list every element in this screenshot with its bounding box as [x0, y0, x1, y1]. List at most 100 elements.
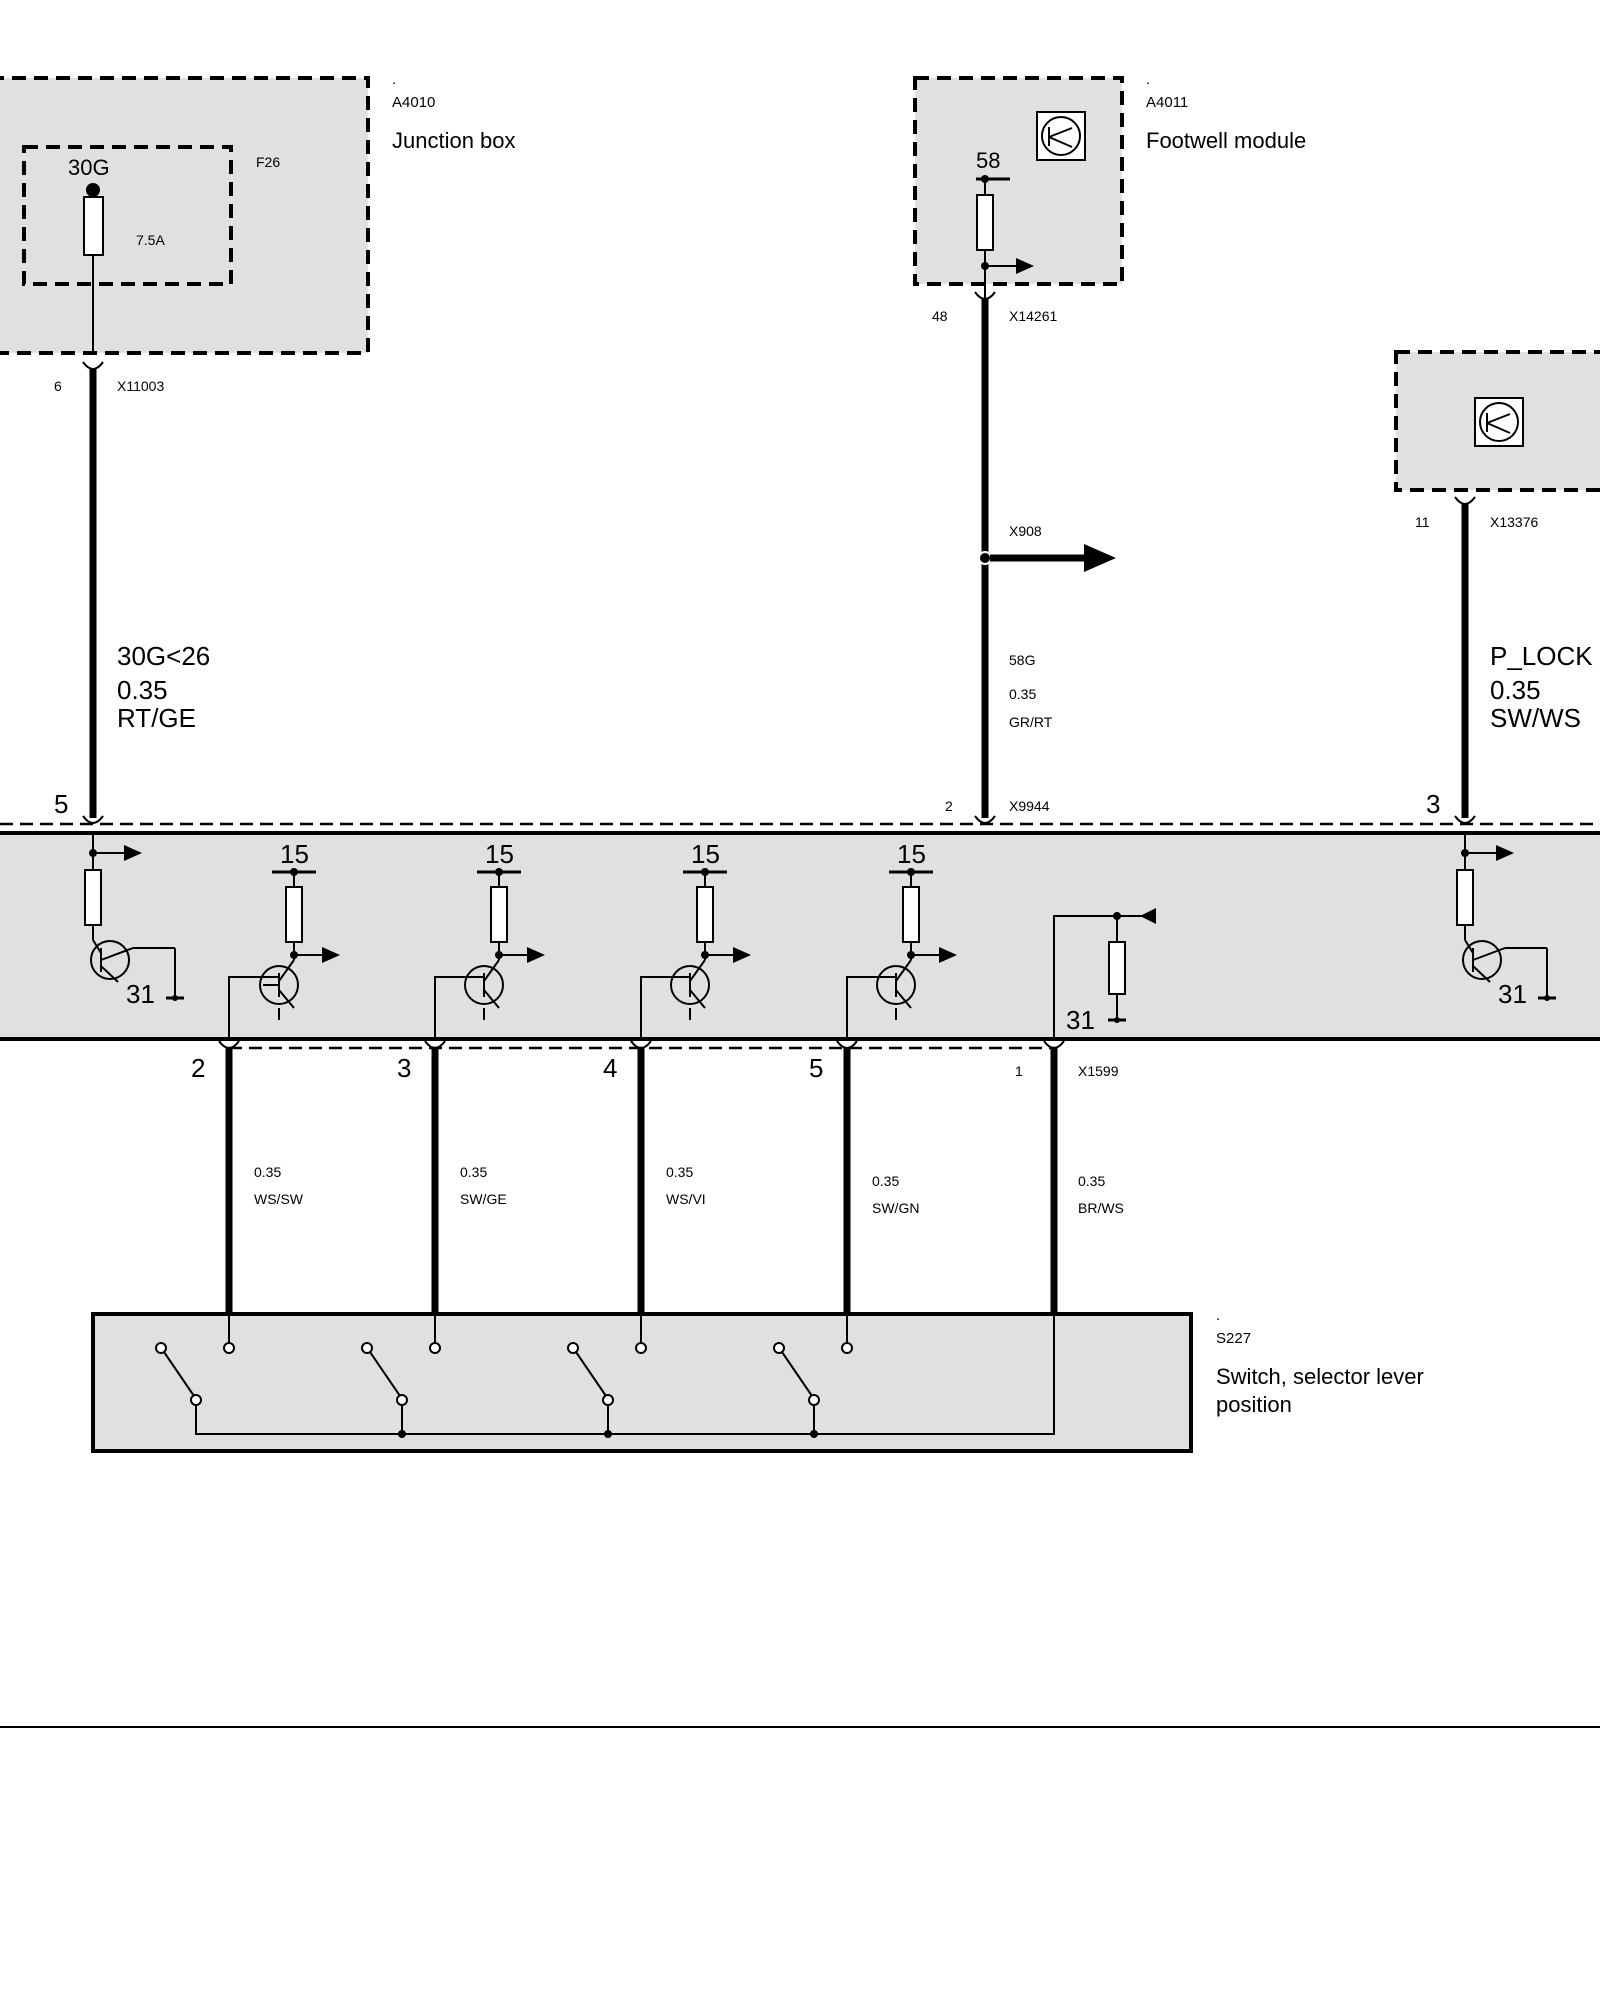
transistor-icon [90, 940, 130, 980]
module-bottom-pin: 3 [397, 1053, 411, 1083]
wire-30g-color: RT/GE [117, 703, 196, 733]
supply-15-label: 15 [897, 839, 926, 869]
supply-15-label: 15 [691, 839, 720, 869]
signal-arrow-icon [1016, 258, 1034, 274]
footwell-supply-label: 58 [976, 148, 1000, 173]
fuse-f26 [83, 196, 104, 256]
wire-58g-color: GR/RT [1009, 714, 1053, 730]
wire-58g-size: 0.35 [1009, 686, 1036, 702]
junction-box: 30G 7.5A F26 [0, 76, 370, 355]
wire-size: 0.35 [872, 1173, 899, 1189]
connector-x11003-pin [82, 361, 104, 370]
wire-color: SW/GE [460, 1191, 507, 1207]
module-bottom-pin: 2 [191, 1053, 205, 1083]
signal-arrow-icon [322, 947, 340, 963]
wire-30g-size: 0.35 [117, 675, 168, 705]
x11003-pin: 6 [54, 378, 62, 394]
signal-arrow-icon [527, 947, 545, 963]
wire-size: 0.35 [254, 1164, 281, 1180]
module-bottom-pin: 4 [603, 1053, 617, 1083]
control-module-body [0, 833, 1600, 1039]
reference-arrow-icon [1140, 908, 1156, 924]
control-module: 5 3 2 X9944 31 [0, 789, 1600, 1050]
x908-splice [978, 551, 992, 565]
p-lock-source-module [1394, 350, 1600, 492]
selector-switch-name-1: Switch, selector lever [1216, 1364, 1424, 1389]
input-circuit-4 [846, 868, 957, 1040]
switch-contact-1 [155, 1314, 235, 1434]
pullup-resistor [902, 886, 920, 943]
x908-id: X908 [1009, 523, 1042, 539]
switch-contact-4 [773, 1314, 853, 1438]
selector-switch-dot: . [1216, 1307, 1220, 1324]
selector-switch-name-2: position [1216, 1392, 1292, 1417]
wire-size: 0.35 [1078, 1173, 1105, 1189]
transistor-icon [464, 965, 504, 1005]
junction-box-name: Junction box [392, 128, 516, 153]
signal-arrow-icon [733, 947, 751, 963]
wire-size: 0.35 [460, 1164, 487, 1180]
wire-30g-signal: 30G<26 [117, 641, 210, 671]
pullup-resistor [285, 886, 303, 943]
fuse-f26-outline [22, 145, 233, 286]
junction-box-outline [0, 76, 370, 355]
input-circuit-3 [640, 868, 751, 1040]
wire-color: BR/WS [1078, 1200, 1124, 1216]
wire-color: WS/SW [254, 1191, 304, 1207]
footwell-module-name: Footwell module [1146, 128, 1306, 153]
transistor-icon [1462, 940, 1502, 980]
supply-15-label: 15 [280, 839, 309, 869]
junction-box-id: A4010 [392, 94, 435, 111]
input-resistor-left [84, 869, 102, 926]
wire-p-lock-size: 0.35 [1490, 675, 1541, 705]
signal-arrow-icon [124, 845, 142, 861]
pullup-resistor [490, 886, 508, 943]
x13376-id: X13376 [1490, 514, 1538, 530]
wire-size: 0.35 [666, 1164, 693, 1180]
footwell-module-id: A4011 [1146, 94, 1188, 111]
transistor-icon [876, 965, 916, 1005]
transistor-icon [1474, 397, 1524, 447]
transistor-icon [259, 965, 299, 1005]
footwell-resistor [976, 194, 994, 251]
footwell-module: 58 [913, 76, 1124, 300]
ground-right: 31 [1498, 979, 1527, 1009]
x9944-id: X9944 [1009, 798, 1050, 814]
wire-58g-signal: 58G [1009, 652, 1035, 668]
pullup-resistor [696, 886, 714, 943]
x1599-id: X1599 [1078, 1063, 1119, 1079]
x14261-pin: 48 [932, 308, 948, 324]
x13376-pin: 11 [1415, 514, 1430, 530]
fuse-rating: 7.5A [136, 232, 165, 248]
switch-contact-2 [361, 1314, 441, 1438]
wire-color: SW/GN [872, 1200, 919, 1216]
x1599-pin: 1 [1015, 1063, 1023, 1079]
selector-switch-id: S227 [1216, 1330, 1251, 1347]
x11003-id: X11003 [117, 378, 164, 394]
selector-lever-switch [91, 1312, 1193, 1453]
footwell-module-outline [913, 76, 1124, 286]
ground-mid: 31 [1066, 1005, 1095, 1035]
fuse-id: F26 [256, 154, 280, 170]
bottom-wires: 2 3 4 5 1 X1599 0.35 WS/SW 0.35 SW/GE 0.… [191, 1040, 1124, 1314]
branch-arrow-icon [1084, 544, 1116, 572]
x9944-pin: 2 [945, 798, 953, 814]
transistor-icon [670, 965, 710, 1005]
module-bottom-pin: 5 [809, 1053, 823, 1083]
module-pin-left: 5 [54, 789, 68, 819]
input-circuit-2 [434, 868, 545, 1040]
footwell-module-dot: . [1146, 71, 1150, 88]
signal-arrow-icon [1496, 845, 1514, 861]
ground-resistor [1108, 941, 1126, 995]
ground-left: 31 [126, 979, 155, 1009]
input-resistor-right [1456, 869, 1474, 926]
connector-x13376-pin [1454, 496, 1476, 505]
wire-p-lock-signal: P_LOCK [1490, 641, 1593, 671]
x14261-id: X14261 [1009, 308, 1057, 324]
transistor-icon [1036, 111, 1086, 161]
fuse-supply-label: 30G [68, 155, 110, 180]
input-circuit-1 [228, 868, 340, 1040]
supply-15-label: 15 [485, 839, 514, 869]
wire-color: WS/VI [666, 1191, 706, 1207]
